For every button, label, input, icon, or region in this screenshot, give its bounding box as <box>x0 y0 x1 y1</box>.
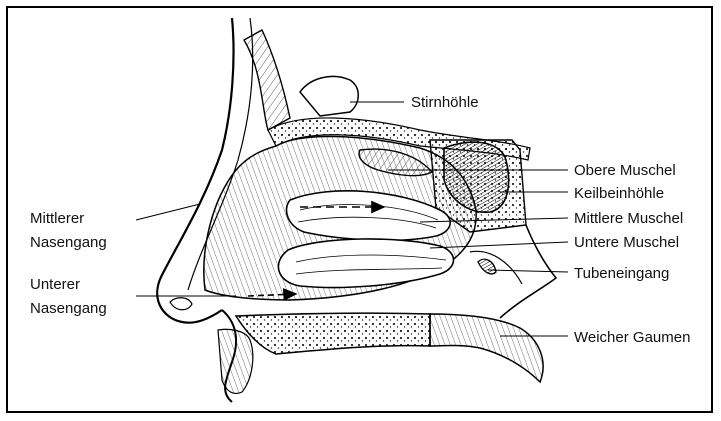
leader-tubeneingang <box>488 270 568 272</box>
label-tubeneingang: Tubeneingang <box>574 264 669 283</box>
leader-mittlerer-nasengang <box>136 204 200 220</box>
nasal-bone <box>244 30 290 130</box>
tubal-opening <box>478 259 496 274</box>
label-stirnhoehle: Stirnhöhle <box>411 93 479 112</box>
soft-palate <box>430 314 543 382</box>
inferior-concha <box>278 239 453 288</box>
label-mittlere-muschel: Mittlere Muschel <box>574 209 683 228</box>
label-keilbeinhoehle: Keilbeinhöhle <box>574 184 664 203</box>
label-unterer-nasengang-line1: Unterer <box>30 275 80 294</box>
label-mittlerer-nasengang-line2: Nasengang <box>30 233 107 252</box>
frontal-sinus <box>300 76 358 116</box>
nostril <box>170 298 192 310</box>
lip-block <box>218 329 253 393</box>
label-unterer-nasengang-line2: Nasengang <box>30 299 107 318</box>
label-mittlerer-nasengang-line1: Mittlerer <box>30 209 84 228</box>
hard-palate <box>236 313 430 354</box>
label-obere-muschel: Obere Muschel <box>574 161 676 180</box>
label-weicher-gaumen: Weicher Gaumen <box>574 328 690 347</box>
label-untere-muschel: Untere Muschel <box>574 233 679 252</box>
